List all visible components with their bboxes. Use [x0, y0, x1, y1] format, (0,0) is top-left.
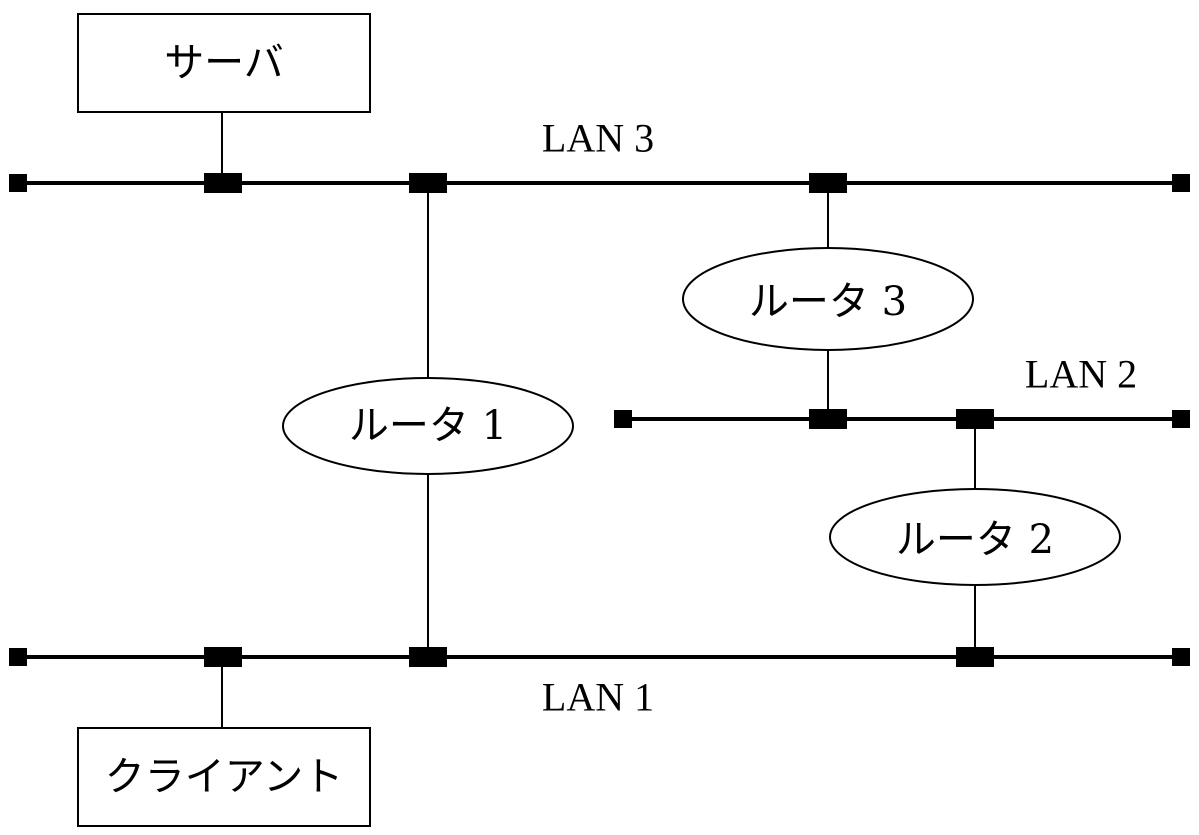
lan1-router1-tap	[409, 647, 447, 667]
lan1-right-terminator	[1172, 648, 1190, 666]
lan2-router2-tap	[956, 409, 994, 429]
lan3-server-tap	[204, 173, 242, 193]
lan3-router1-tap	[409, 173, 447, 193]
server-label: サーバ	[164, 40, 284, 86]
lan3-router3-tap	[809, 173, 847, 193]
client-box	[77, 727, 371, 827]
router-2: ルータ 2	[829, 488, 1121, 586]
lan3-left-terminator	[9, 174, 27, 192]
client-node: クライアント	[77, 727, 371, 827]
lan2-right-terminator	[1172, 410, 1190, 428]
lan3-label: LAN 3	[542, 116, 654, 161]
lan1-left-terminator	[9, 648, 27, 666]
router-3-ellipse	[682, 247, 974, 351]
lan1-label: LAN 1	[542, 675, 654, 720]
lan2-label: LAN 2	[1025, 352, 1137, 397]
lan2-router3-tap	[809, 409, 847, 429]
router-1: ルータ 1	[282, 377, 574, 475]
router-2-label: ルータ 2	[896, 517, 1054, 563]
lan1-router2-tap	[956, 647, 994, 667]
router-3: ルータ 3	[682, 247, 974, 351]
router-2-ellipse	[829, 488, 1121, 586]
client-label: クライアント	[105, 754, 343, 800]
router-3-label: ルータ 3	[749, 279, 907, 325]
server-node: サーバ	[77, 13, 371, 113]
server-box	[77, 13, 371, 113]
lan2-left-terminator	[614, 410, 632, 428]
router-1-ellipse	[282, 377, 574, 475]
router-1-label: ルータ 1	[349, 403, 507, 449]
lan3-right-terminator	[1172, 174, 1190, 192]
lan1-client-tap	[204, 647, 242, 667]
